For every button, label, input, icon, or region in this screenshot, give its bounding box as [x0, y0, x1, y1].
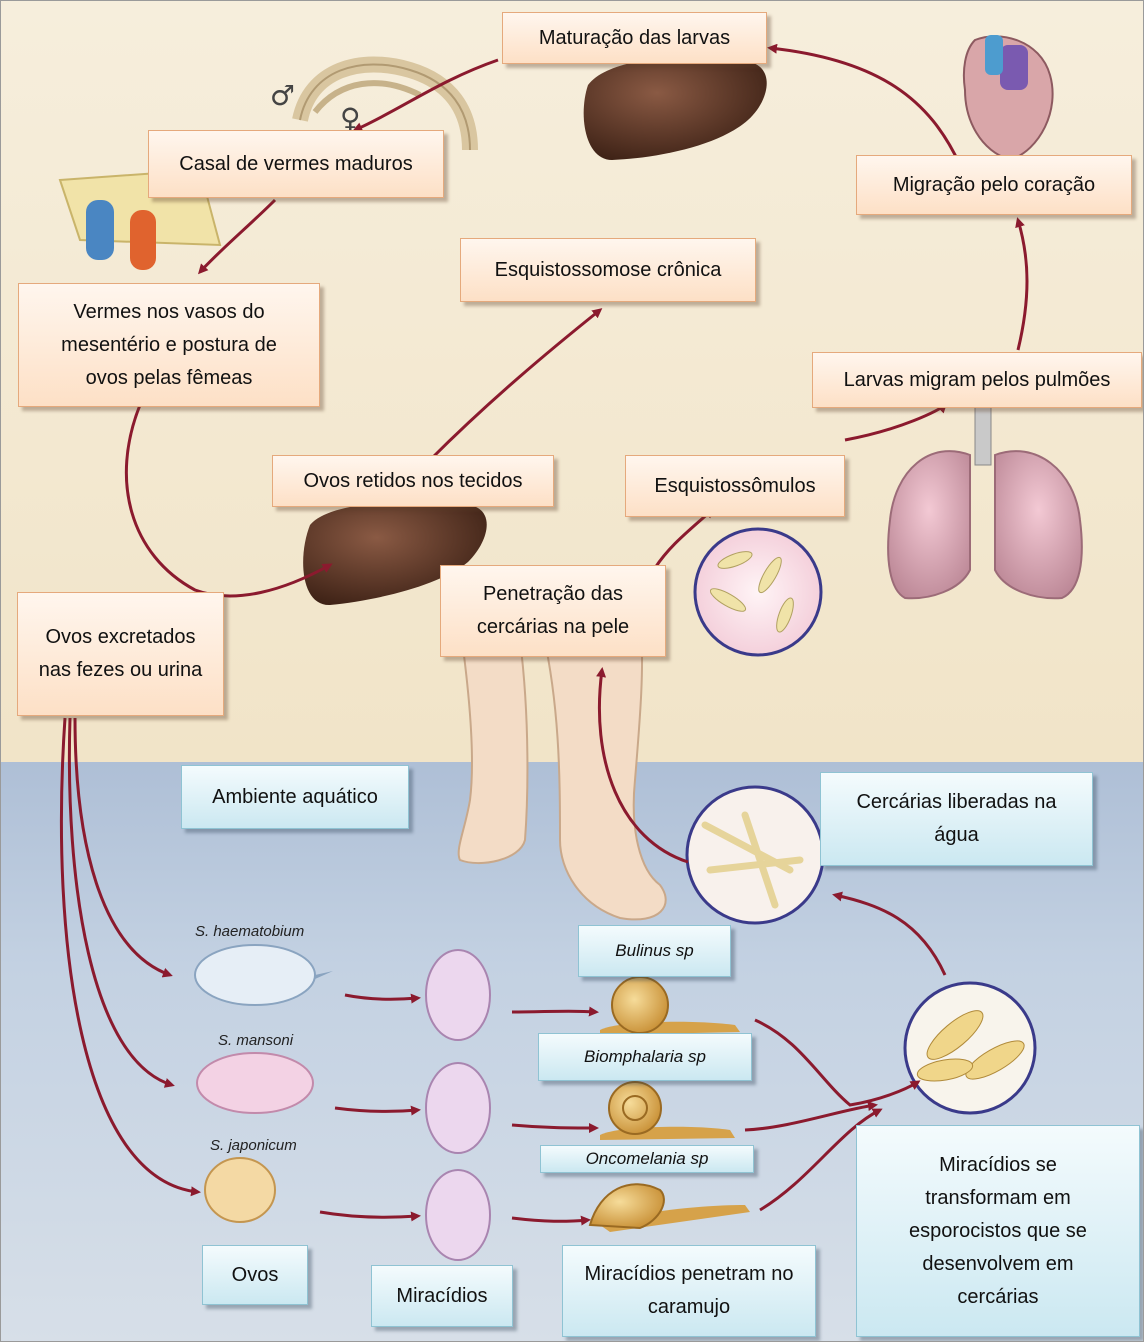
diagram-canvas: ♂ ♀ — [0, 0, 1144, 1342]
outer-border — [0, 0, 1144, 1342]
